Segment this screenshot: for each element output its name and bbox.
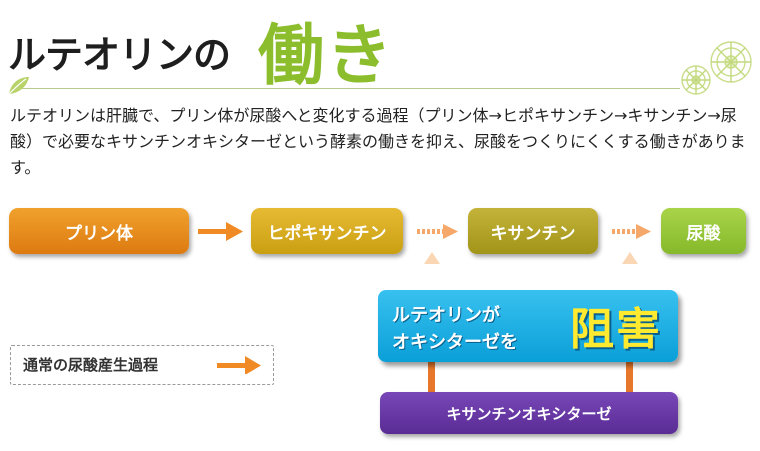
enzyme-label: キサンチンオキシターゼ <box>446 404 612 423</box>
flow-step-hypoxanthine-label: ヒポキサンチン <box>267 223 387 244</box>
inhibit-arrow-right <box>622 252 638 287</box>
flow-step-uric-acid-label: 尿酸 <box>686 223 721 244</box>
inhibition-line2: オキシターゼを <box>392 332 518 353</box>
title-divider <box>20 88 680 89</box>
flow-step-purine-label: プリン体 <box>65 223 133 244</box>
inhibition-emphasis: 阻害 <box>570 304 662 355</box>
arrow-step1-to-step2 <box>198 222 243 241</box>
flow-step-uric-acid: 尿酸 <box>661 208 746 254</box>
title-area: ルテオリンの 働き <box>8 6 758 94</box>
flow-step-xanthine: キサンチン <box>468 208 598 254</box>
inhibit-arrow-left <box>424 252 440 287</box>
leaf-icon <box>8 77 29 95</box>
legend-label: 通常の尿酸産生過程 <box>23 356 159 374</box>
intro-text: ルテオリンは肝臓で、プリン体が尿酸へと変化する過程（プリン体→ヒポキサンチン→キ… <box>10 106 746 177</box>
flow-step-hypoxanthine: ヒポキサンチン <box>251 208 403 254</box>
flow-step-purine: プリン体 <box>9 208 189 254</box>
connector-right <box>626 362 633 394</box>
enzyme-box: キサンチンオキシターゼ <box>380 392 678 434</box>
flow-step-xanthine-label: キサンチン <box>490 223 576 244</box>
arrow-step2-to-step3-dotted <box>417 224 458 239</box>
inhibition-box: ルテオリンが オキシターゼを 阻害 <box>378 290 678 362</box>
title-main: ルテオリンの <box>8 33 231 77</box>
title-accent: 働き <box>258 17 394 94</box>
arrow-step3-to-step4-dotted <box>612 224 651 239</box>
inhibition-line1: ルテオリンが <box>392 305 500 326</box>
flower-icon <box>681 41 752 95</box>
legend: 通常の尿酸産生過程 <box>10 345 274 385</box>
legend-arrow-icon <box>217 356 261 374</box>
connector-left <box>428 362 435 394</box>
